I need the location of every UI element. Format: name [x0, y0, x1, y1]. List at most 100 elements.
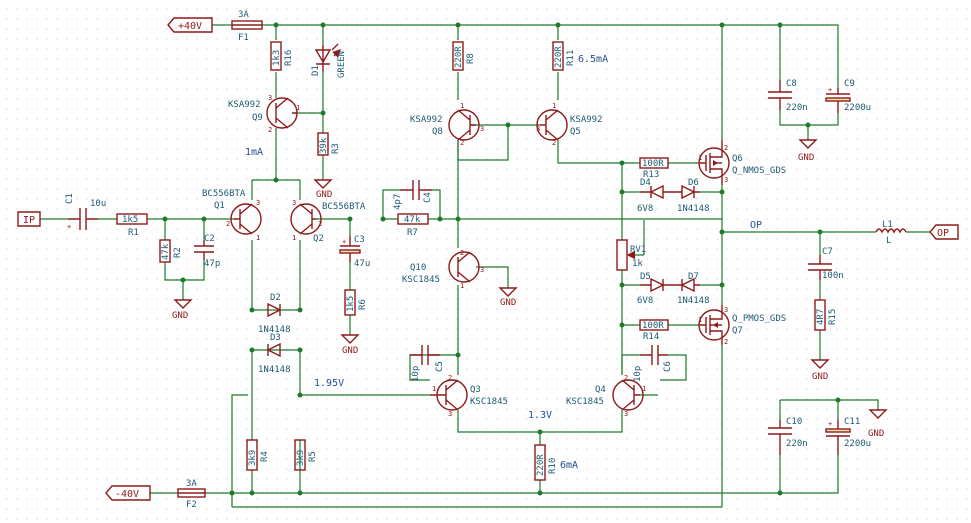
svg-text:2: 2 — [552, 139, 556, 147]
diode-d5: D5 6V8 — [637, 272, 670, 306]
diode-d2: D2 1N4148 — [258, 293, 291, 335]
svg-text:GND: GND — [172, 311, 188, 321]
svg-text:3: 3 — [448, 410, 452, 418]
net-label-6ma: 6mA — [560, 460, 578, 471]
port-vpos: +40V — [167, 17, 213, 33]
capacitor-c8: C8 220n — [768, 79, 808, 113]
svg-text:220R: 220R — [536, 454, 546, 476]
svg-text:OP: OP — [937, 228, 949, 239]
capacitor-c2: C2 47p — [194, 234, 220, 269]
capacitor-c5: 10p C5 — [410, 345, 445, 382]
svg-text:39k: 39k — [319, 137, 329, 154]
svg-text:2200u: 2200u — [844, 439, 871, 449]
svg-text:3A: 3A — [238, 10, 249, 20]
svg-text:3: 3 — [256, 199, 260, 207]
svg-text:220R: 220R — [554, 46, 564, 68]
svg-text:GND: GND — [316, 190, 332, 200]
net-label-1ma: 1mA — [245, 147, 263, 158]
svg-text:KSA992: KSA992 — [410, 115, 443, 125]
svg-text:47k: 47k — [404, 215, 421, 225]
svg-text:1k3: 1k3 — [272, 50, 282, 66]
svg-text:Q6: Q6 — [732, 154, 743, 164]
svg-text:C7: C7 — [822, 247, 833, 257]
svg-text:6V8: 6V8 — [637, 296, 653, 306]
svg-text:R6: R6 — [358, 299, 368, 310]
svg-text:C4: C4 — [423, 192, 433, 203]
svg-text:R7: R7 — [407, 228, 418, 238]
svg-text:6V8: 6V8 — [637, 204, 653, 214]
resistor-r11: 220R R11 — [552, 41, 576, 71]
svg-text:47k: 47k — [161, 243, 171, 260]
svg-text:100R: 100R — [642, 321, 664, 331]
svg-text:1: 1 — [698, 154, 702, 162]
svg-text:F2: F2 — [186, 500, 197, 510]
svg-text:-40V: -40V — [115, 489, 139, 500]
led-d1: D1 GREEN — [311, 44, 347, 78]
svg-text:2: 2 — [460, 249, 464, 257]
diode-d3: D3 1N4148 — [258, 333, 291, 375]
svg-text:1: 1 — [460, 102, 464, 110]
svg-text:3: 3 — [268, 94, 272, 102]
svg-text:1N4148: 1N4148 — [258, 325, 291, 335]
port-output: OP — [929, 224, 959, 240]
svg-text:GND: GND — [812, 372, 828, 382]
svg-text:IP: IP — [23, 215, 35, 226]
svg-text:2: 2 — [318, 220, 322, 228]
svg-text:GND: GND — [868, 429, 884, 439]
svg-text:Q3: Q3 — [470, 385, 481, 395]
net-label-6-5ma: 6.5mA — [578, 54, 608, 65]
mosfet-q7: Q_PMOS_GDS Q7 132 — [698, 305, 786, 346]
svg-text:C3: C3 — [354, 235, 365, 245]
svg-text:1: 1 — [460, 282, 464, 290]
capacitor-c6: 10p C6 — [633, 345, 673, 382]
svg-text:1: 1 — [698, 316, 702, 324]
transistor-q8: KSA992 Q8 123 — [410, 102, 484, 147]
svg-text:4R7: 4R7 — [816, 309, 826, 325]
svg-text:C1: C1 — [65, 193, 75, 204]
svg-text:1k5: 1k5 — [122, 215, 138, 225]
svg-text:R13: R13 — [643, 170, 659, 180]
resistor-r13: 100R R13 — [639, 157, 669, 180]
svg-text:L: L — [886, 236, 891, 246]
capacitor-c4: 4p7 C4 — [393, 180, 433, 210]
svg-text:KSC1845: KSC1845 — [470, 397, 508, 407]
svg-text:D6: D6 — [688, 178, 699, 188]
transistor-q10: Q10 KSC1845 213 — [402, 249, 484, 290]
inductor-l1: L1 L — [875, 220, 907, 246]
svg-text:R3: R3 — [331, 143, 341, 154]
svg-text:1N4148: 1N4148 — [677, 296, 710, 306]
diode-d4: D4 6V8 — [637, 178, 670, 214]
svg-text:+: + — [828, 420, 832, 428]
resistor-r3: 39k R3 — [317, 132, 341, 156]
resistor-r6: 1k5 R6 — [344, 289, 368, 316]
svg-text:2: 2 — [624, 374, 628, 382]
svg-text:+: + — [342, 238, 346, 246]
resistor-r4: 3k9 R4 — [246, 439, 270, 471]
svg-text:2: 2 — [724, 144, 728, 152]
svg-text:R14: R14 — [643, 332, 659, 342]
svg-text:KSC1845: KSC1845 — [566, 397, 604, 407]
svg-text:D5: D5 — [640, 272, 651, 282]
ground-r15: GND — [810, 359, 830, 382]
svg-text:3: 3 — [480, 266, 484, 274]
svg-text:L1: L1 — [882, 220, 893, 230]
port-vneg: -40V — [105, 485, 151, 501]
svg-text:R8: R8 — [466, 53, 476, 64]
svg-text:3: 3 — [536, 125, 540, 133]
junctions — [162, 22, 841, 496]
svg-text:D1: D1 — [311, 65, 321, 76]
svg-text:2: 2 — [268, 126, 272, 134]
svg-text:F1: F1 — [238, 33, 249, 43]
svg-text:Q_NMOS_GDS: Q_NMOS_GDS — [732, 166, 786, 176]
ground-r6: GND — [340, 334, 360, 356]
resistor-r1: 1k5 R1 — [116, 213, 148, 238]
svg-text:D3: D3 — [270, 333, 281, 343]
svg-text:4p7: 4p7 — [393, 194, 403, 210]
svg-text:C2: C2 — [204, 234, 215, 244]
transistor-q3: Q3 KSC1845 231 — [430, 374, 508, 418]
svg-text:220n: 220n — [786, 103, 808, 113]
svg-text:3: 3 — [292, 199, 296, 207]
resistor-r10: 220R R10 — [534, 444, 558, 481]
svg-text:+40V: +40V — [178, 21, 202, 32]
